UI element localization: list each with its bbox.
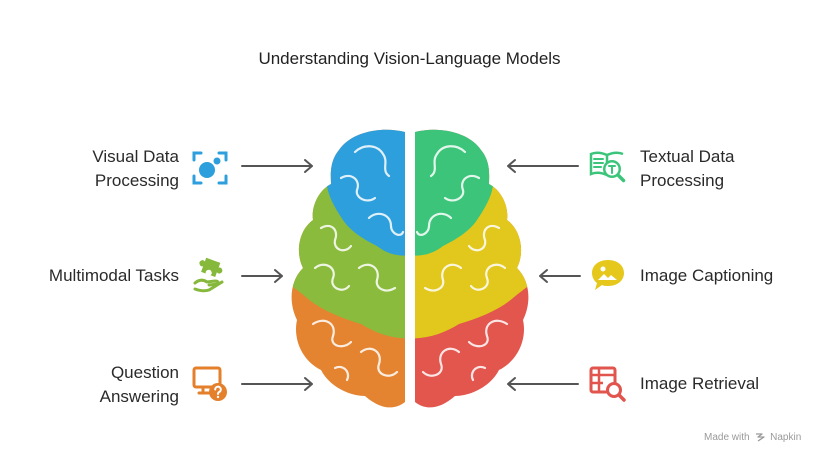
visual-focus-icon xyxy=(192,151,228,185)
brain-illustration xyxy=(291,129,529,408)
table-search-icon xyxy=(589,366,626,402)
brain-left-top-lobe xyxy=(325,129,405,256)
image-speech-bubble-icon xyxy=(592,260,624,290)
monitor-question-icon xyxy=(192,366,227,401)
napkin-logo-icon xyxy=(756,433,766,442)
arrow-question-to-brain xyxy=(241,377,313,391)
label-image-retrieval: Image Retrieval xyxy=(640,374,760,393)
label-textual-data-processing: Textual Data Processing xyxy=(640,147,735,190)
brain-right-top-lobe xyxy=(415,129,495,256)
arrow-retrieval-to-brain xyxy=(507,377,579,391)
label-image-captioning: Image Captioning xyxy=(640,266,774,285)
label-visual-data-processing: Visual Data Processing xyxy=(92,147,179,190)
arrow-visual-to-brain xyxy=(241,159,313,173)
book-search-icon xyxy=(589,151,626,183)
napkin-watermark[interactable]: Made with Napkin xyxy=(704,432,802,443)
arrow-multimodal-to-brain xyxy=(241,269,283,283)
puzzle-hand-icon xyxy=(193,257,224,293)
label-question-answering: Question Answering xyxy=(99,363,179,406)
diagram-title: Understanding Vision-Language Models xyxy=(258,49,561,68)
arrow-textual-to-brain xyxy=(507,159,579,173)
label-multimodal-tasks: Multimodal Tasks xyxy=(48,266,179,285)
arrow-captioning-to-brain xyxy=(539,269,581,283)
